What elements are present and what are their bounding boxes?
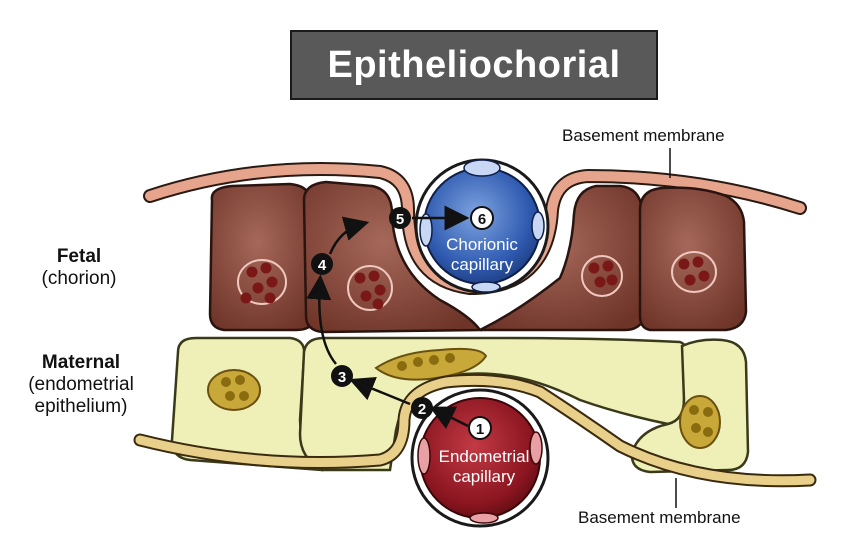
fetal-nucleus [347, 265, 393, 311]
chorionic-capillary-label-1: Chorionic [446, 235, 518, 254]
maternal-nucleus [679, 395, 721, 449]
step-4-label: 4 [318, 257, 327, 274]
fetal-label: Fetal (chorion) [14, 246, 144, 290]
maternal-label-sub-1: (endometrial [28, 374, 134, 395]
maternal-nucleus [207, 369, 261, 411]
transport-pathway [306, 205, 470, 430]
step-5-label: 5 [396, 211, 404, 228]
step-1-marker: 1 [468, 416, 492, 440]
basement-membrane-top-label: Basement membrane [562, 126, 725, 145]
arrow-4-to-5 [328, 216, 370, 255]
step-5-marker: 5 [389, 207, 411, 229]
fetal-cell [638, 186, 748, 332]
endometrial-capillary-label-1: Endometrial [439, 447, 530, 466]
arrow-2-to-3 [349, 377, 411, 406]
maternal-label-sub-2: epithelium) [34, 396, 128, 417]
fetal-label-sub: (chorion) [41, 268, 117, 289]
arrow-3-to-4 [306, 274, 337, 365]
fetal-nucleus [237, 259, 287, 305]
step-2-marker: 2 [411, 397, 433, 419]
chorionic-capillary-label-2: capillary [451, 255, 514, 274]
fetal-label-title: Fetal [56, 246, 102, 267]
fetal-nucleus [581, 255, 623, 297]
step-3-label: 3 [338, 369, 346, 386]
title-banner: Epitheliochorial [290, 30, 658, 100]
diagram-title: Epitheliochorial [327, 43, 621, 86]
maternal-nucleus [374, 347, 488, 381]
step-6-marker: 6 [470, 206, 494, 230]
maternal-label-title: Maternal [41, 352, 121, 373]
step-4-marker: 4 [311, 253, 333, 275]
maternal-label: Maternal (endometrial epithelium) [6, 352, 156, 418]
basement-membrane-bottom-label: Basement membrane [578, 508, 741, 527]
maternal-basement-membrane [133, 373, 817, 488]
step-2-label: 2 [418, 401, 426, 418]
maternal-nuclei [207, 347, 721, 449]
arrow-1-to-2 [429, 406, 469, 430]
fetal-nuclei [237, 251, 717, 311]
fetal-cell [208, 182, 318, 332]
step-3-marker: 3 [331, 365, 353, 387]
step-markers: 1 2 3 4 5 6 [311, 206, 494, 440]
step-6-label: 6 [478, 211, 486, 228]
fetal-nucleus [671, 251, 717, 293]
endometrial-capillary-label-2: capillary [453, 467, 516, 486]
step-1-label: 1 [476, 421, 484, 438]
